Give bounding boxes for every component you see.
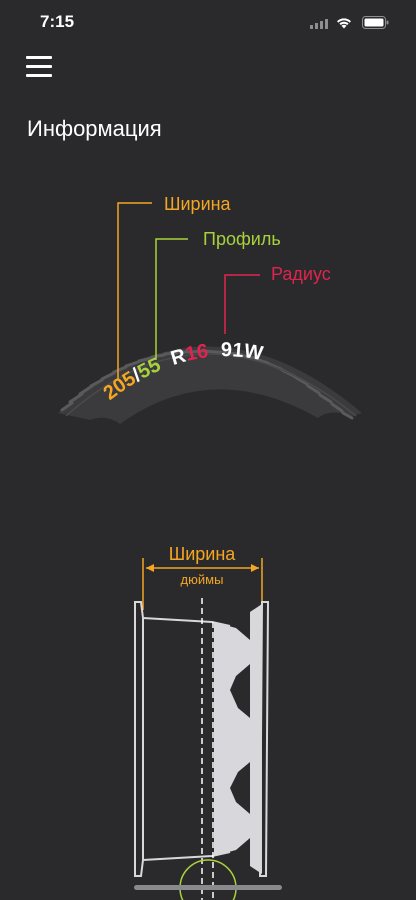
wheel-diagram: Ширина дюймы [134, 544, 270, 900]
menu-button[interactable] [26, 56, 54, 78]
status-time: 7:15 [40, 12, 75, 31]
page-title: Информация [27, 116, 162, 141]
status-bar: 7:15 [0, 0, 416, 46]
status-icons [310, 16, 389, 29]
tire-shape [58, 346, 362, 424]
marking-load-speed: 91W [221, 339, 265, 365]
wifi-icon [337, 18, 351, 29]
width-callout-line [117, 202, 152, 380]
radius-callout-line [224, 274, 260, 334]
profile-label: Профиль [203, 229, 281, 249]
home-indicator [134, 885, 282, 890]
profile-callout-line [155, 238, 188, 360]
width-label: Ширина [164, 194, 232, 214]
rim-disc [214, 622, 250, 856]
wheel-unit-label: дюймы [181, 572, 224, 587]
wheel-width-label: Ширина [169, 544, 237, 564]
rim-flange [250, 604, 262, 874]
radius-label: Радиус [271, 264, 331, 284]
battery-icon [362, 16, 389, 29]
cellular-icon [310, 19, 328, 29]
marking-r-letter: R [168, 344, 189, 369]
hub-circle [179, 859, 237, 900]
marking-rim: 16 [183, 340, 209, 366]
